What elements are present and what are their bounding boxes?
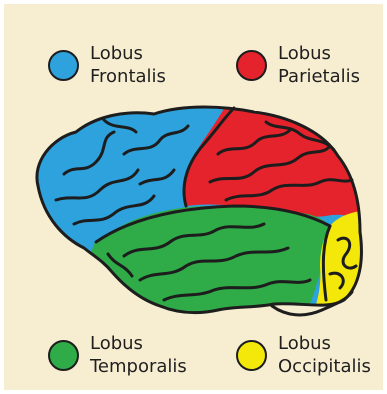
legend-text-parietal: Lobus Parietalis: [278, 42, 360, 88]
legend-item-temporal: Lobus Temporalis: [48, 332, 187, 378]
legend-label-line1: Lobus: [90, 42, 166, 65]
legend-label-line2: Temporalis: [90, 355, 187, 378]
legend-text-occipital: Lobus Occipitalis: [278, 332, 371, 378]
legend-label-line2: Occipitalis: [278, 355, 371, 378]
legend-swatch-parietal: [236, 50, 267, 81]
legend-item-occipital: Lobus Occipitalis: [236, 332, 371, 378]
legend-item-parietal: Lobus Parietalis: [236, 42, 360, 88]
legend-label-line2: Parietalis: [278, 65, 360, 88]
legend-swatch-temporal: [48, 340, 79, 371]
legend-text-frontal: Lobus Frontalis: [90, 42, 166, 88]
legend-item-frontal: Lobus Frontalis: [48, 42, 166, 88]
legend-label-line2: Frontalis: [90, 65, 166, 88]
legend-label-line1: Lobus: [90, 332, 187, 355]
diagram-panel: Lobus Frontalis Lobus Parietalis Lobus T…: [4, 4, 383, 390]
legend-text-temporal: Lobus Temporalis: [90, 332, 187, 378]
legend-swatch-occipital: [236, 340, 267, 371]
legend-swatch-frontal: [48, 50, 79, 81]
legend-label-line1: Lobus: [278, 42, 360, 65]
legend-label-line1: Lobus: [278, 332, 371, 355]
